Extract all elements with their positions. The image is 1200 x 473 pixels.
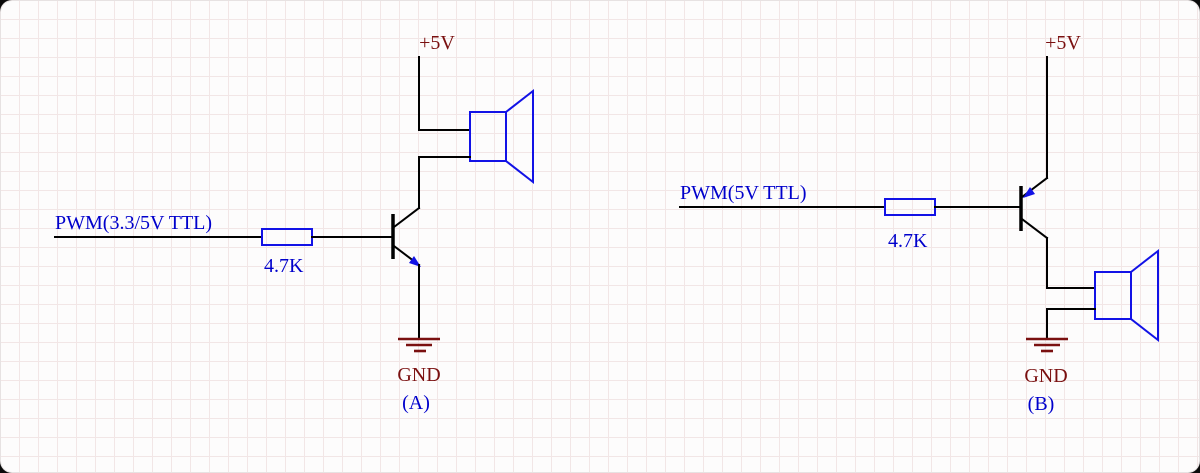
ground-symbol-a [398, 337, 440, 353]
speaker-horn-a [505, 88, 534, 185]
speaker-body-a [469, 111, 507, 162]
transistor-collector-b [1020, 217, 1049, 240]
circuit-b: +5V PWM(5V TTL) 4.7K [679, 32, 1159, 415]
ground-label-a: GND [397, 364, 440, 386]
resistor-value-b: 4.7K [888, 230, 928, 252]
speaker-symbol-a [469, 88, 534, 185]
speaker-symbol-b [1094, 248, 1159, 343]
supply-label-a: +5V [419, 32, 455, 54]
ground-symbol-b [1026, 337, 1068, 353]
ground-label-b: GND [1024, 365, 1067, 387]
resistor-symbol-b [884, 198, 936, 216]
input-label-a: PWM(3.3/5V TTL) [55, 212, 212, 234]
caption-a: (A) [402, 392, 430, 414]
pnp-transistor-symbol-b [1019, 176, 1049, 240]
input-label-b: PWM(5V TTL) [680, 182, 806, 204]
wire-supply-to-speaker-a [418, 56, 471, 131]
caption-b: (B) [1028, 393, 1055, 415]
transistor-collector-a [392, 206, 421, 229]
resistor-value-a: 4.7K [264, 255, 304, 277]
resistor-symbol-a [261, 228, 313, 246]
emitter-arrow-b [1023, 187, 1035, 198]
wire-speaker-to-collector-a [418, 156, 471, 209]
circuit-a: +5V PWM(3.3/5V TTL) 4.7K [54, 32, 534, 414]
npn-transistor-symbol-a [391, 206, 421, 267]
speaker-horn-b [1130, 248, 1159, 343]
wire-collector-to-speaker-b [1046, 237, 1096, 289]
speaker-body-b [1094, 271, 1132, 320]
wire-speaker-to-ground-b [1046, 308, 1096, 338]
supply-label-b: +5V [1045, 32, 1081, 54]
